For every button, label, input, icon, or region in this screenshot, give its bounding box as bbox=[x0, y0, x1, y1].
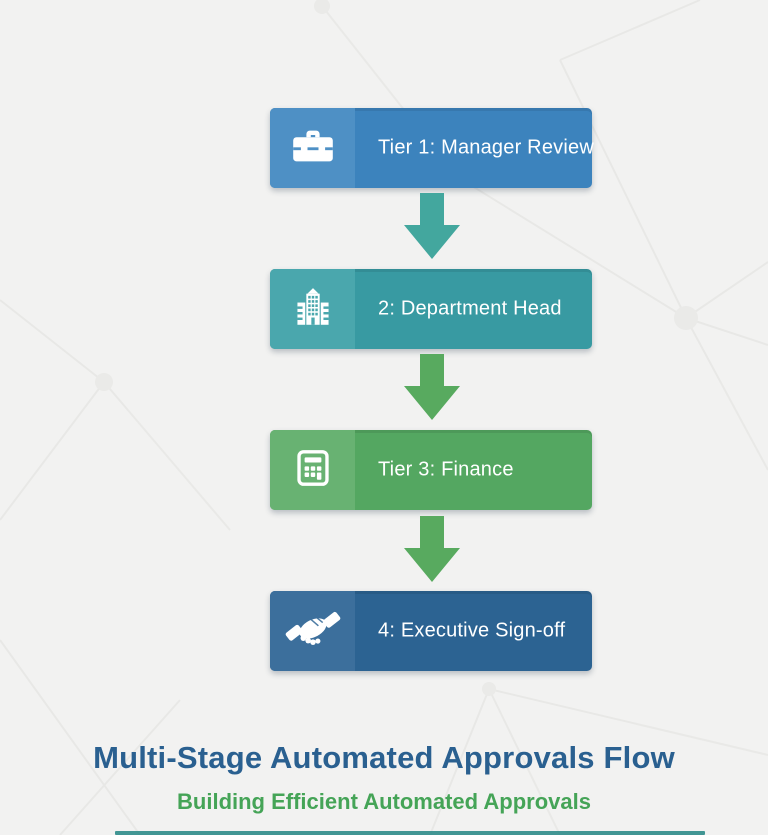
stage-tier3-finance: Tier 3: Finance bbox=[270, 430, 592, 510]
building-icon bbox=[293, 287, 333, 332]
stage-executive-signoff: 4: Executive Sign-off bbox=[270, 591, 592, 671]
stage4-label: 4: Executive Sign-off bbox=[378, 619, 566, 642]
briefcase-icon bbox=[291, 127, 335, 170]
stage2-icon-panel bbox=[270, 269, 355, 349]
page-subtitle: Building Efficient Automated Approvals bbox=[177, 789, 591, 814]
stage2-label: 2: Department Head bbox=[378, 297, 562, 320]
flow-arrow-down-3 bbox=[401, 516, 463, 582]
stage3-icon-panel bbox=[270, 430, 355, 510]
stage-department-head: 2: Department Head bbox=[270, 269, 592, 349]
page-title: Multi-Stage Automated Approvals Flow bbox=[93, 740, 675, 775]
stage3-label: Tier 3: Finance bbox=[378, 458, 514, 481]
handshake-icon bbox=[285, 609, 341, 654]
stage1-icon-panel bbox=[270, 108, 355, 188]
stage4-icon-panel bbox=[270, 591, 355, 671]
stage1-label: Tier 1: Manager Review bbox=[378, 136, 594, 159]
calculator-icon bbox=[294, 449, 332, 492]
flow-arrow-down-2 bbox=[401, 354, 463, 420]
stage-tier1-manager-review: Tier 1: Manager Review bbox=[270, 108, 594, 188]
flow-arrow-down-1 bbox=[401, 193, 463, 259]
bottom-accent-bar bbox=[115, 831, 705, 835]
